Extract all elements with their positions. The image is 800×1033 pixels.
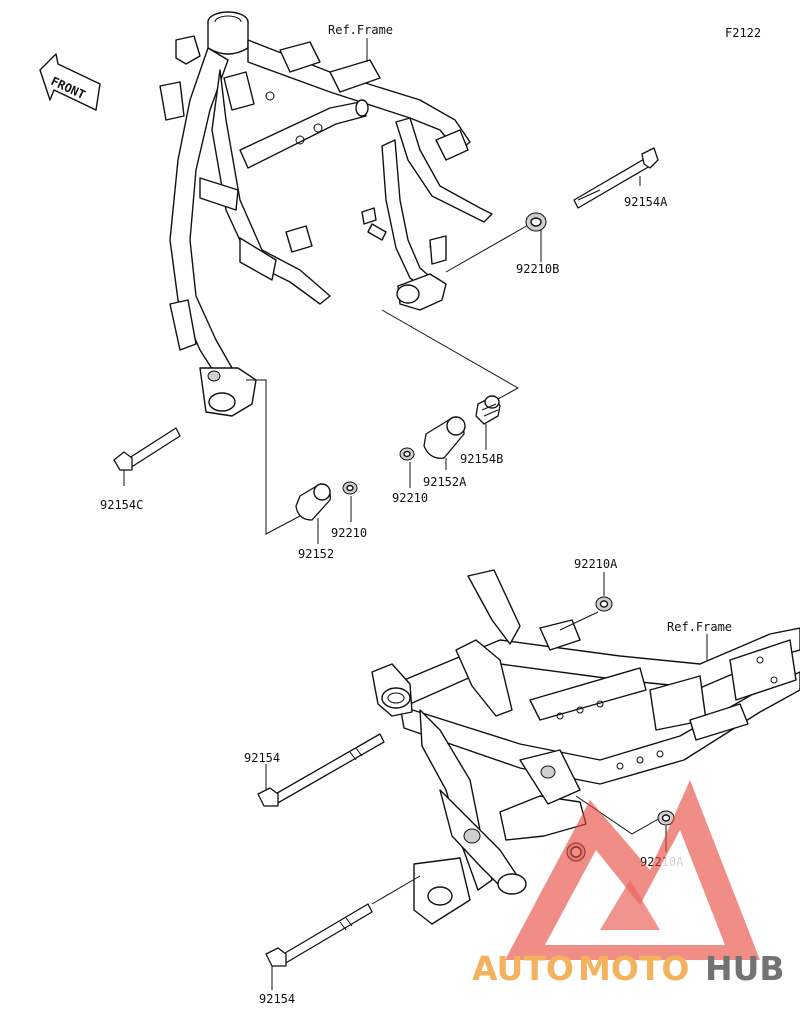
part-label-92152: 92152 [298,547,334,561]
ref-frame-label-bottom: Ref.Frame [667,620,732,634]
spacer-92152a [423,416,466,470]
bolt-92154-top [257,733,385,807]
part-label-92210-left: 92210 [331,526,367,540]
logo-text-moto: MOTO [578,949,689,988]
bushing-92154b [475,395,501,450]
upper-frame-drawing [159,11,493,417]
spacer-92152 [295,483,331,544]
nut-92210a-bottom [657,810,675,826]
part-label-92154-top: 92154 [244,751,280,765]
lower-frame-drawing [371,569,800,925]
ref-frame-label-top: Ref.Frame [328,23,393,37]
part-label-92210b: 92210B [516,262,559,276]
nut-92210-right [399,447,415,488]
logo-text-auto: AUTO [472,949,574,988]
bolt-92154a [573,147,659,209]
nut-92210-left [342,481,358,522]
logo-text-hub: HUB [705,949,785,988]
automotohub-logo: AUTO MOTO HUB [472,780,785,988]
part-label-92154a: 92154A [624,195,668,209]
part-label-92210-right: 92210 [392,491,428,505]
part-label-92210a-top: 92210A [574,557,618,571]
part-label-92154-bottom: 92154 [259,992,295,1006]
front-arrow-icon: FRONT [39,53,101,111]
part-label-92154b: 92154B [460,452,503,466]
bolt-92154-bottom [265,875,421,967]
washer-92210b [525,212,547,262]
diagram-code: F2122 [725,26,761,40]
part-label-92152a: 92152A [423,475,467,489]
part-label-92154c: 92154C [100,498,143,512]
nut-92210a-top [595,596,613,612]
bolt-92154c [113,427,181,486]
